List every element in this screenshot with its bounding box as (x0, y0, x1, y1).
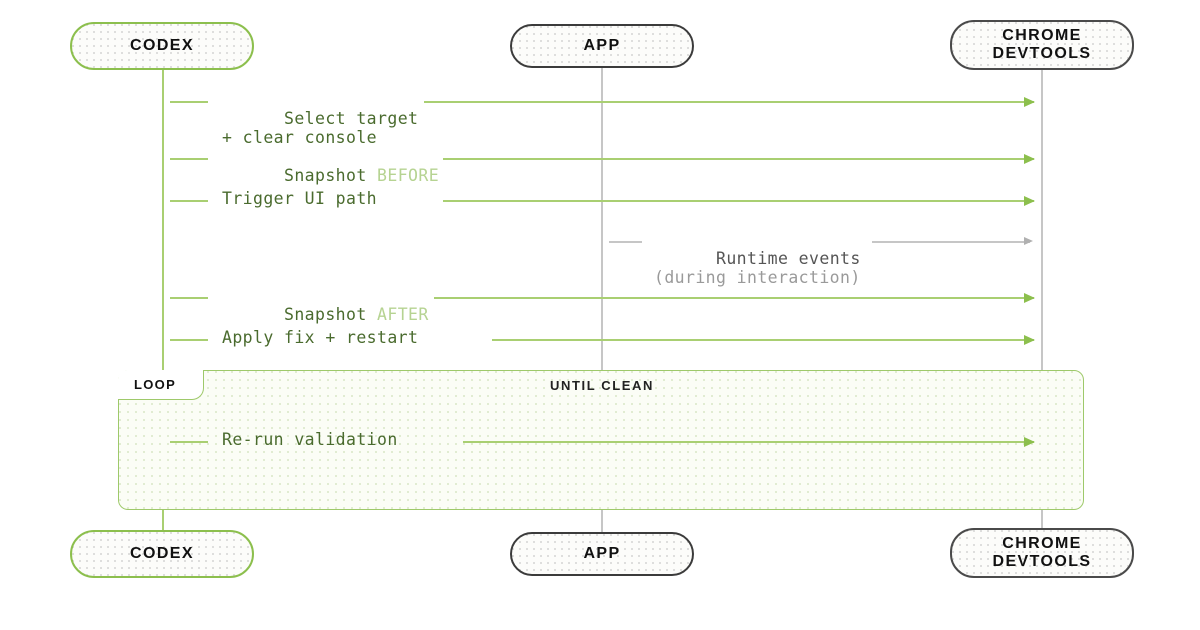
message-apply-fix-restart-arrowhead (1024, 335, 1035, 345)
message-select-target-stub (170, 101, 208, 103)
message-snapshot-before-label: Snapshot BEFORE (222, 147, 439, 204)
message-apply-fix-restart-label: Apply fix + restart (222, 328, 419, 347)
lifeline-codex (162, 68, 164, 530)
message-select-target-secondary: + clear console (222, 128, 378, 147)
message-runtime-events-stub (609, 241, 642, 243)
actor-devtools-top[interactable]: CHROME DEVTOOLS (950, 20, 1134, 70)
message-snapshot-after-line (434, 297, 1034, 299)
message-runtime-events-line (872, 241, 1030, 243)
message-snapshot-before-highlight: BEFORE (377, 166, 440, 185)
actor-devtools-bottom[interactable]: CHROME DEVTOOLS (950, 528, 1134, 578)
actor-devtools-bottom-label: CHROME DEVTOOLS (992, 534, 1092, 570)
message-apply-fix-restart-line (492, 339, 1034, 341)
loop-label: LOOP (118, 370, 204, 400)
message-runtime-events-arrowhead (1024, 237, 1033, 245)
loop-label-text: LOOP (134, 377, 177, 392)
message-runtime-events-primary: Runtime events (716, 249, 861, 268)
message-snapshot-before-stub (170, 158, 208, 160)
actor-codex-bottom-label: CODEX (130, 544, 194, 562)
message-re-run-validation-arrowhead (1024, 437, 1035, 447)
actor-app-bottom-label: APP (583, 544, 621, 562)
message-select-target-primary: Select target (284, 109, 419, 128)
message-re-run-validation-line (463, 441, 1034, 443)
actor-app-bottom[interactable]: APP (510, 532, 694, 576)
message-select-target-line (424, 101, 1034, 103)
actor-codex-top[interactable]: CODEX (70, 22, 254, 70)
message-runtime-events-label: Runtime events(during interaction) (654, 230, 861, 325)
message-snapshot-after-stub (170, 297, 208, 299)
message-snapshot-after-highlight: AFTER (377, 305, 429, 324)
actor-app-top-label: APP (583, 36, 621, 54)
actor-app-top[interactable]: APP (510, 24, 694, 68)
message-apply-fix-restart-stub (170, 339, 208, 341)
actor-codex-top-label: CODEX (130, 36, 194, 54)
message-snapshot-before-primary: Snapshot (284, 166, 378, 185)
lifeline-devtools (1041, 68, 1043, 530)
actor-codex-bottom[interactable]: CODEX (70, 530, 254, 578)
actor-devtools-top-label: CHROME DEVTOOLS (992, 26, 1092, 62)
message-snapshot-after-primary: Snapshot (284, 305, 378, 324)
message-re-run-validation-label: Re-run validation (222, 430, 398, 449)
message-select-target-label: Select target+ clear console (222, 90, 418, 185)
message-snapshot-after-arrowhead (1024, 293, 1035, 303)
loop-frame (118, 370, 1084, 510)
message-select-target-arrowhead (1024, 97, 1035, 107)
message-snapshot-after-label: Snapshot AFTER (222, 286, 429, 343)
message-trigger-ui-path-label: Trigger UI path (222, 189, 378, 208)
message-trigger-ui-path-line (443, 200, 1034, 202)
message-trigger-ui-path-arrowhead (1024, 196, 1035, 206)
message-runtime-events-secondary: (during interaction) (654, 268, 861, 287)
message-re-run-validation-stub (170, 441, 208, 443)
loop-condition: UNTIL CLEAN (549, 378, 655, 393)
message-snapshot-before-arrowhead (1024, 154, 1035, 164)
message-trigger-ui-path-stub (170, 200, 208, 202)
message-snapshot-before-line (443, 158, 1034, 160)
